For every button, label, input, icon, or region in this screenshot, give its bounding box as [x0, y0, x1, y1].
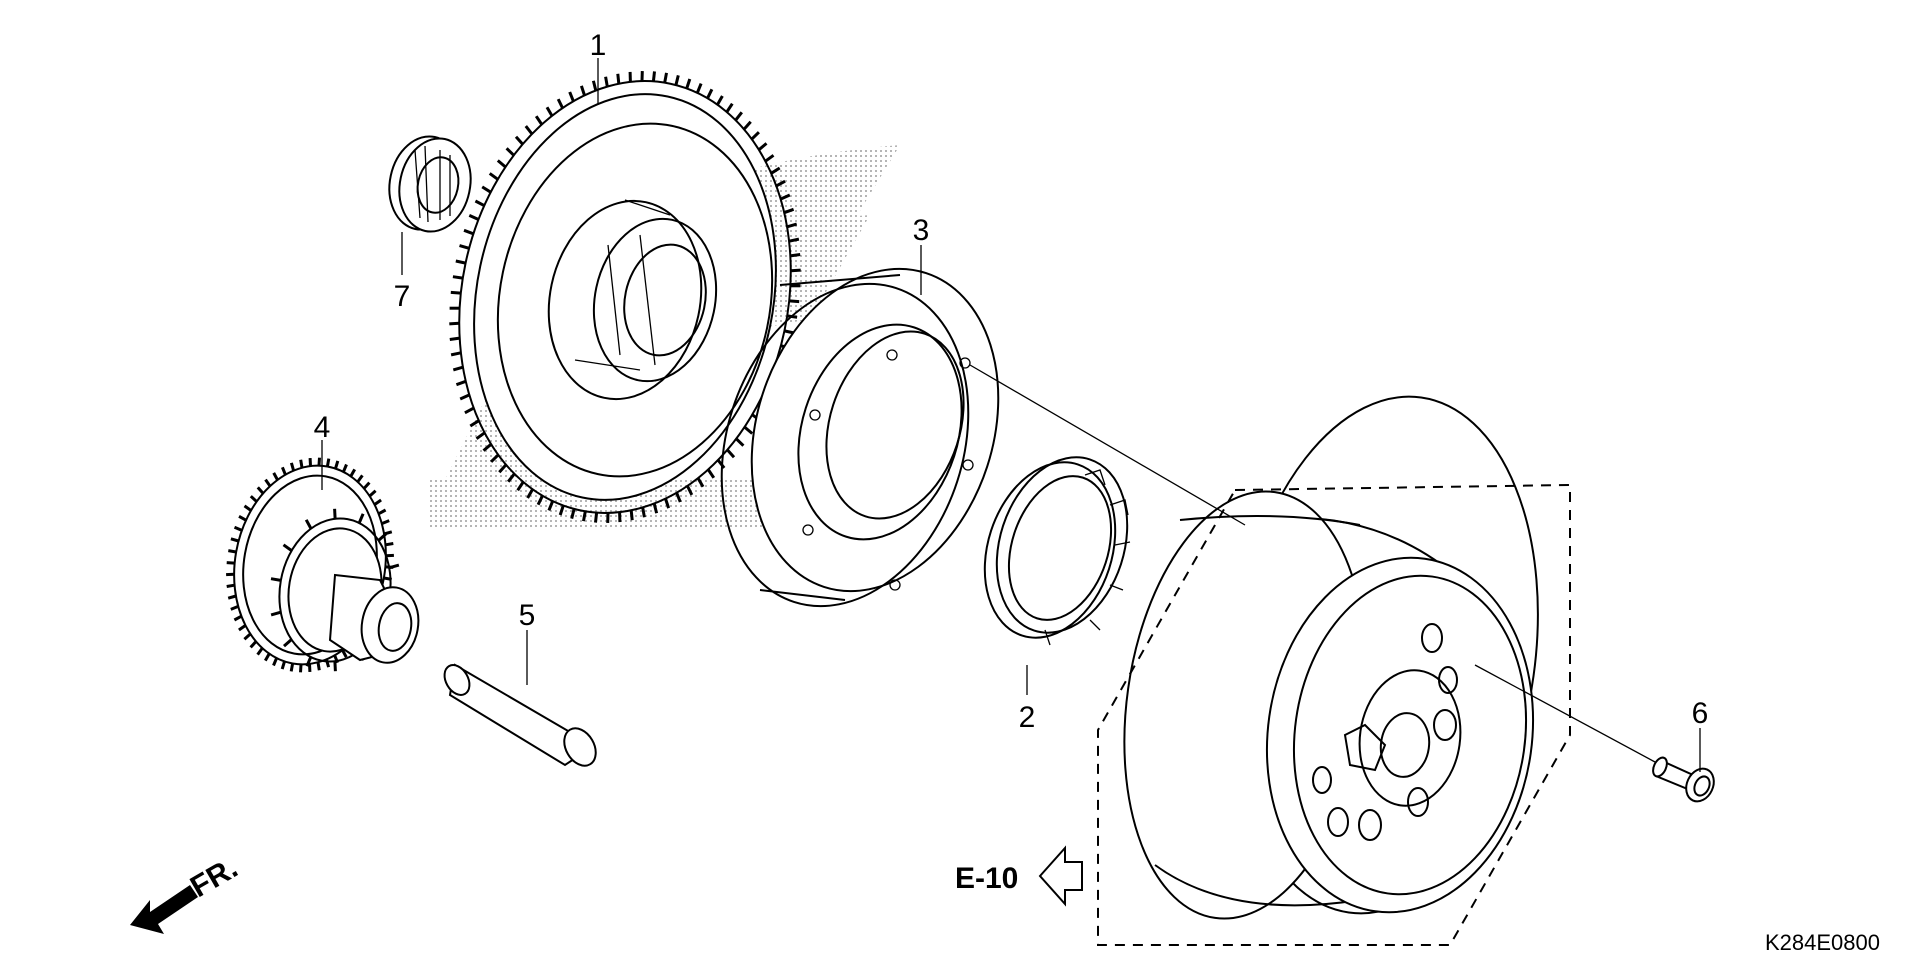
reference-label: E-10: [955, 862, 1018, 895]
flywheel-rotor[interactable]: [1098, 377, 1569, 935]
rotor-assembly-boundary: [1097, 483, 1571, 946]
one-way-clutch-outer[interactable]: [682, 237, 1038, 639]
figure-code: K284E0800: [1765, 930, 1880, 955]
callout-2: 2: [1019, 701, 1036, 734]
assembly-lines: [969, 364, 1656, 763]
reference-link[interactable]: E-10: [955, 845, 1083, 907]
reference-arrow-icon: [1038, 845, 1083, 907]
starter-driven-gear[interactable]: [420, 50, 830, 544]
reduction-gear[interactable]: [219, 453, 424, 676]
needle-bearing[interactable]: [381, 130, 479, 238]
front-direction-indicator: FR.: [130, 851, 243, 934]
callout-3: 3: [913, 214, 930, 247]
callout-6: 6: [1692, 697, 1709, 730]
bolt-holes: [802, 349, 974, 591]
callout-7: 7: [394, 280, 411, 313]
leader-lines: [321, 58, 1701, 772]
callout-5: 5: [519, 599, 536, 632]
reduction-gear-shaft[interactable]: [439, 661, 602, 772]
one-way-clutch-sprag[interactable]: [963, 440, 1149, 655]
front-arrow-icon: [130, 885, 198, 934]
rotor-holes: [1312, 623, 1458, 841]
callout-1: 1: [590, 29, 607, 62]
flange-bolt[interactable]: [1650, 755, 1719, 806]
callout-4: 4: [314, 411, 331, 444]
